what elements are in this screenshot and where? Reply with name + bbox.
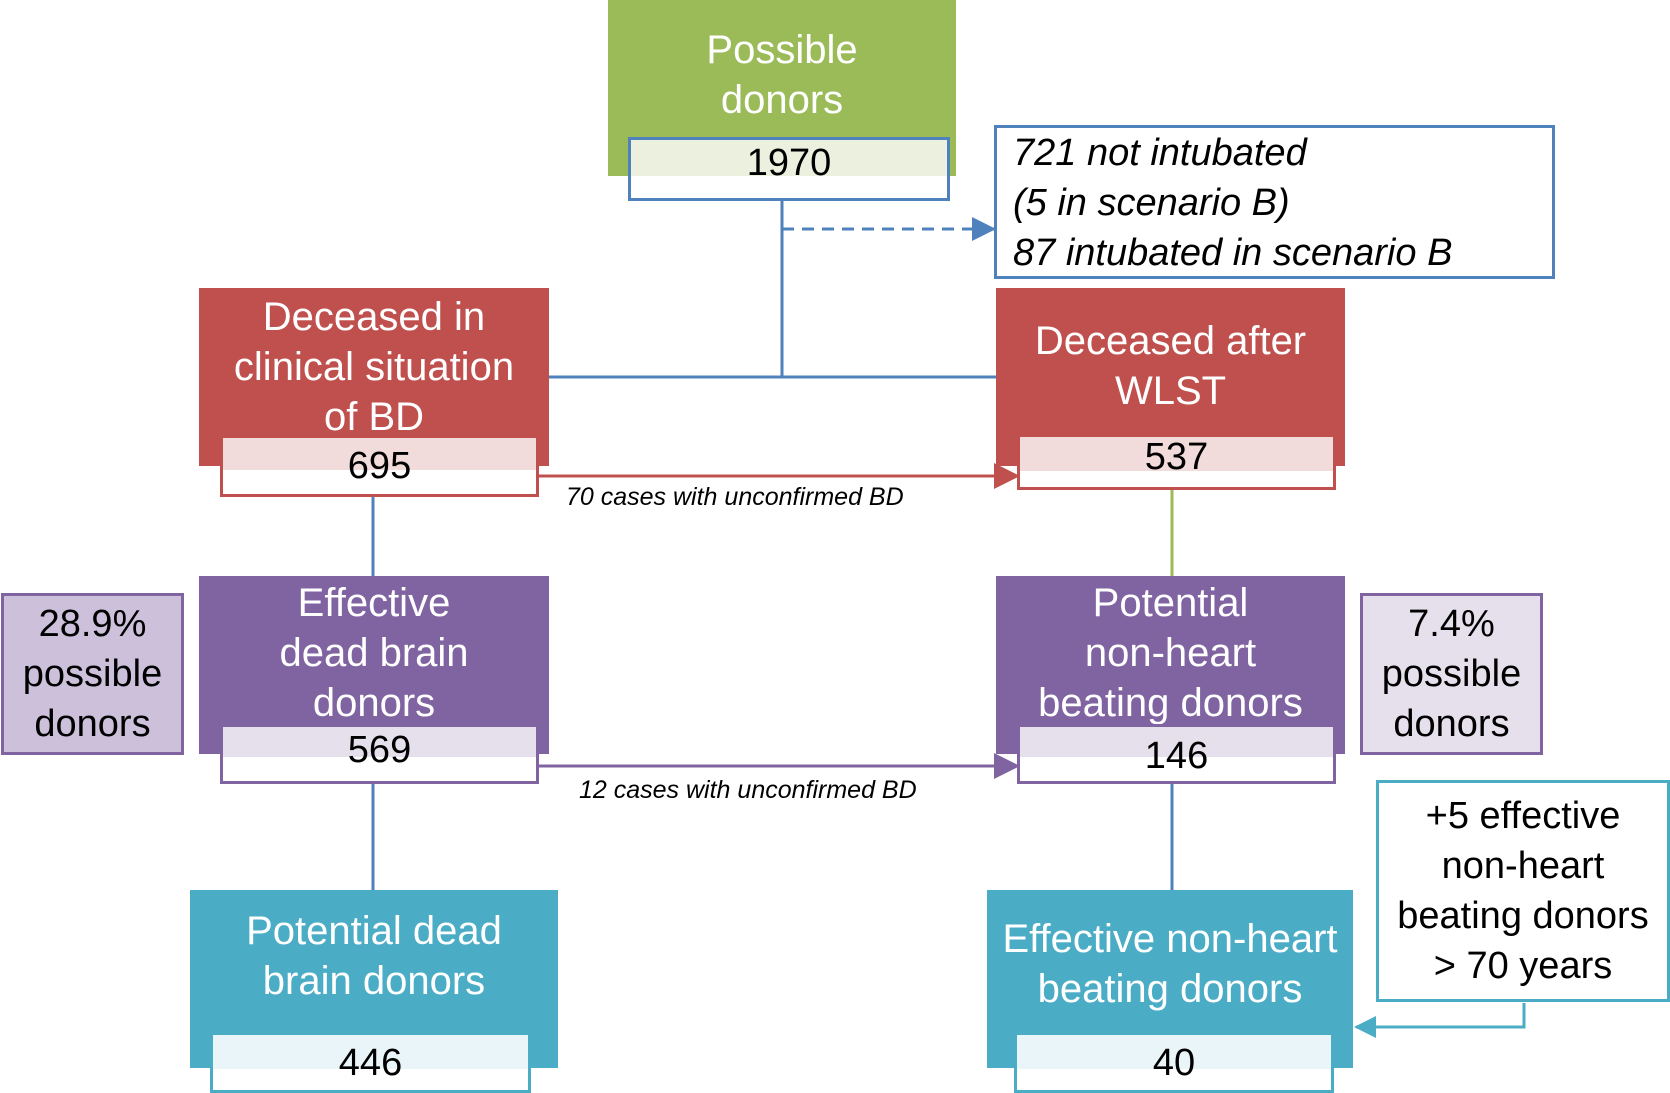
older-note-line1: +5 effective <box>1425 795 1621 837</box>
older-note-line4: > 70 years <box>1433 945 1613 987</box>
deceased-wlst-line1: Deceased after <box>1034 319 1307 363</box>
older-note-line3: beating donors <box>1397 895 1649 937</box>
potential-nhbd-value: 146 <box>1144 735 1209 777</box>
not-intubated-line1: 721 not intubated <box>1013 132 1307 174</box>
deceased-bd-line3: of BD <box>323 395 425 439</box>
older-donors-note: +5 effective non-heart beating donors > … <box>1376 780 1670 1002</box>
potential-dbd-line2: brain donors <box>262 959 486 1003</box>
caption-12-cases: 12 cases with unconfirmed BD <box>579 776 917 804</box>
pct-right-line1: 7.4% <box>1408 603 1495 645</box>
effective-dbd-line1: Effective <box>297 581 451 625</box>
not-intubated-line2: (5 in scenario B) <box>1013 182 1290 224</box>
possible-donors-label-line2: donors <box>720 78 844 122</box>
caption-70-cases: 70 cases with unconfirmed BD <box>566 483 904 511</box>
potential-nhbd-line2: non-heart <box>1084 631 1257 675</box>
possible-donors-label-line1: Possible <box>706 28 858 72</box>
potential-dbd-line1: Potential dead <box>246 909 502 953</box>
effective-nhbd-line2: beating donors <box>1037 967 1303 1011</box>
pct-left-box: 28.9% possible donors <box>1 593 184 755</box>
potential-nhbd-line1: Potential <box>1092 581 1249 625</box>
deceased-bd-value: 695 <box>347 444 412 487</box>
pct-right-box: 7.4% possible donors <box>1360 593 1543 755</box>
not-intubated-line3: 87 intubated in scenario B <box>1013 232 1453 274</box>
deceased-bd-value-box: 695 <box>220 435 539 497</box>
effective-nhbd-value-box: 40 <box>1014 1032 1334 1093</box>
deceased-wlst-line2: WLST <box>1114 369 1227 413</box>
deceased-wlst-value-box: 537 <box>1017 434 1336 490</box>
not-intubated-note: 721 not intubated (5 in scenario B) 87 i… <box>994 125 1555 279</box>
deceased-bd-line1: Deceased in <box>262 295 486 339</box>
effective-nhbd-value: 40 <box>1152 1042 1196 1084</box>
older-note-line2: non-heart <box>1441 845 1605 887</box>
potential-dbd-value-box: 446 <box>210 1032 531 1093</box>
effective-dbd-value: 569 <box>347 729 412 771</box>
effective-dbd-line2: dead brain <box>279 631 469 675</box>
pct-right-line2: possible <box>1381 653 1522 695</box>
pct-left-line3: donors <box>34 703 151 745</box>
pct-left-line2: possible <box>22 653 163 695</box>
pct-right-line3: donors <box>1393 703 1510 745</box>
pct-left-line1: 28.9% <box>38 603 147 645</box>
effective-nhbd-line1: Effective non-heart <box>1002 917 1338 961</box>
deceased-bd-line2: clinical situation <box>233 345 515 389</box>
effective-dbd-line3: donors <box>312 681 436 725</box>
potential-nhbd-line3: beating donors <box>1038 681 1303 725</box>
effective-dbd-value-box: 569 <box>220 724 539 784</box>
possible-donors-value-box: 1970 <box>628 137 950 201</box>
potential-dbd-value: 446 <box>338 1042 403 1084</box>
deceased-wlst-value: 537 <box>1144 436 1209 478</box>
arrow-older-note <box>1354 1003 1526 1038</box>
potential-nhbd-value-box: 146 <box>1017 724 1336 784</box>
possible-donors-value: 1970 <box>746 142 832 184</box>
